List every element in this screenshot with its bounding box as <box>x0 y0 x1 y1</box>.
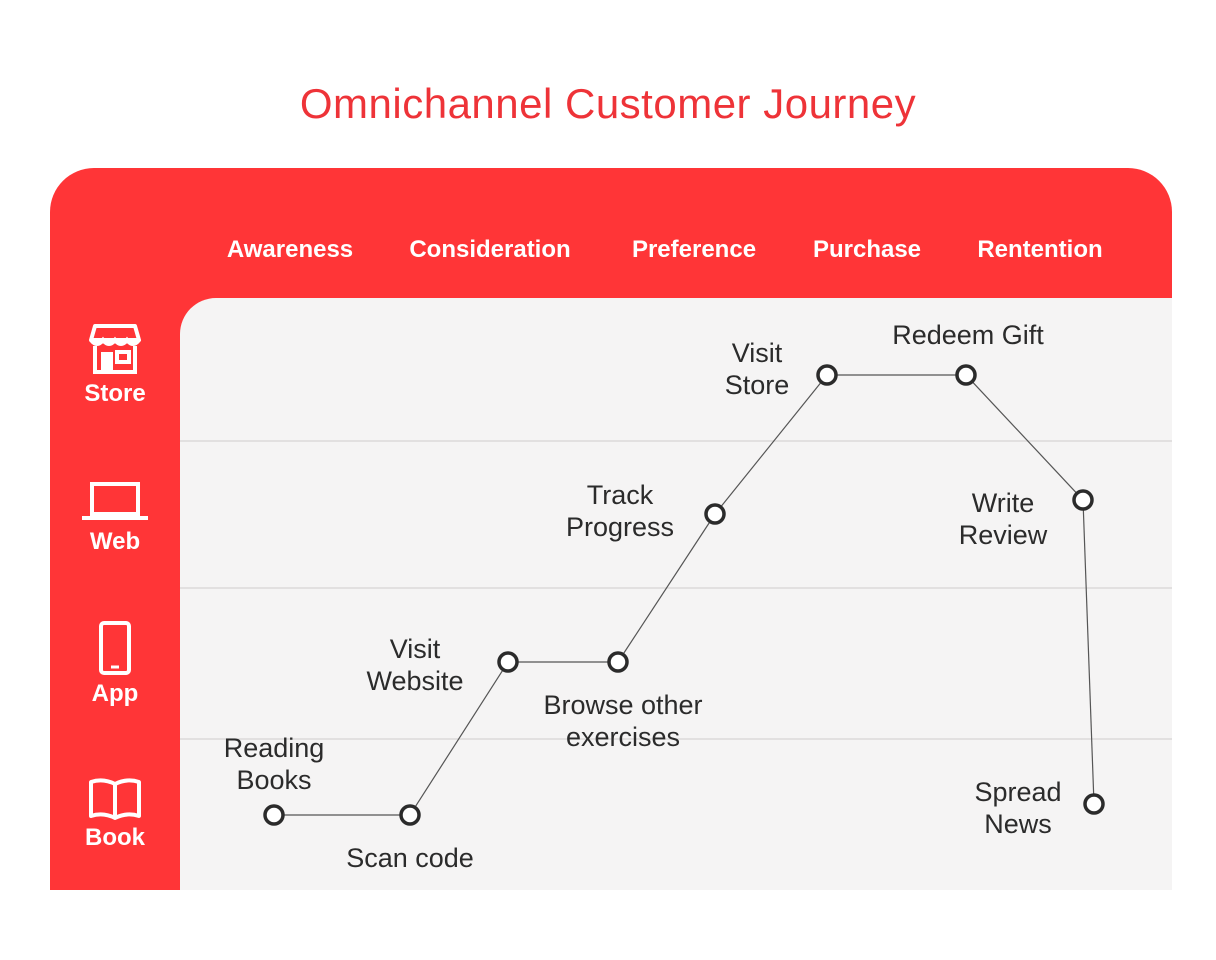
journey-node-label: Redeem Gift <box>892 320 1044 350</box>
phone-icon <box>99 621 131 675</box>
diagram-title: Omnichannel Customer Journey <box>299 80 917 127</box>
journey-node-label-line: Write <box>972 488 1035 518</box>
journey-connector <box>622 522 711 654</box>
journey-node-label-line: Scan code <box>346 843 474 873</box>
journey-node-label-line: Progress <box>566 512 674 542</box>
stage-retention: Rentention <box>977 236 1103 263</box>
journey-node-label-line: Review <box>959 520 1048 550</box>
channel-label-book: Book <box>85 824 145 851</box>
journey-node-label-line: Track <box>587 480 654 510</box>
journey-connector <box>1082 509 1095 795</box>
channel-web: Web <box>50 480 180 556</box>
journey-node-label-line: Browse other <box>543 690 702 720</box>
journey-node-label-line: Books <box>236 765 311 795</box>
channel-label-app: App <box>91 680 139 707</box>
journey-node-label-line: Visit <box>732 338 783 368</box>
journey-connector <box>414 670 504 807</box>
journey-node <box>263 804 285 826</box>
journey-node-label-line: Redeem Gift <box>892 320 1044 350</box>
channel-book: Book <box>50 776 180 852</box>
journey-node <box>1083 793 1105 815</box>
book-icon <box>89 778 141 820</box>
journey-node-label-line: exercises <box>566 722 680 752</box>
journey-node-label-line: Store <box>725 370 790 400</box>
journey-node-label-line: Website <box>366 666 463 696</box>
journey-node-label: Scan code <box>346 843 474 873</box>
channel-label-web: Web <box>89 528 141 555</box>
store-icon <box>89 324 141 374</box>
journey-connector <box>720 382 822 507</box>
journey-node-label-line: News <box>984 809 1052 839</box>
journey-node-label-line: Reading <box>224 733 325 763</box>
journey-node-label-line: Visit <box>390 634 441 664</box>
stage-header: Awareness Consideration Preference Purch… <box>50 168 1172 298</box>
journey-node <box>607 651 629 673</box>
row-divider <box>180 587 1172 589</box>
stage-consideration: Consideration <box>409 236 571 263</box>
journey-node <box>497 651 519 673</box>
stage-purchase: Purchase <box>812 236 922 263</box>
journey-node <box>1072 489 1094 511</box>
stage-awareness: Awareness <box>226 236 354 263</box>
journey-frame: Awareness Consideration Preference Purch… <box>50 168 1172 890</box>
journey-connector <box>972 381 1077 494</box>
journey-node <box>704 503 726 525</box>
channel-label-store: Store <box>84 380 146 407</box>
channel-store: Store <box>50 320 180 408</box>
journey-node <box>955 364 977 386</box>
row-divider <box>180 738 1172 740</box>
row-divider <box>180 440 1172 442</box>
journey-node <box>399 804 421 826</box>
stage-preference: Preference <box>631 236 757 263</box>
journey-panel <box>180 298 1172 890</box>
journey-node <box>816 364 838 386</box>
laptop-icon <box>82 482 148 520</box>
channel-app: App <box>50 620 180 708</box>
journey-node-label-line: Spread <box>974 777 1061 807</box>
